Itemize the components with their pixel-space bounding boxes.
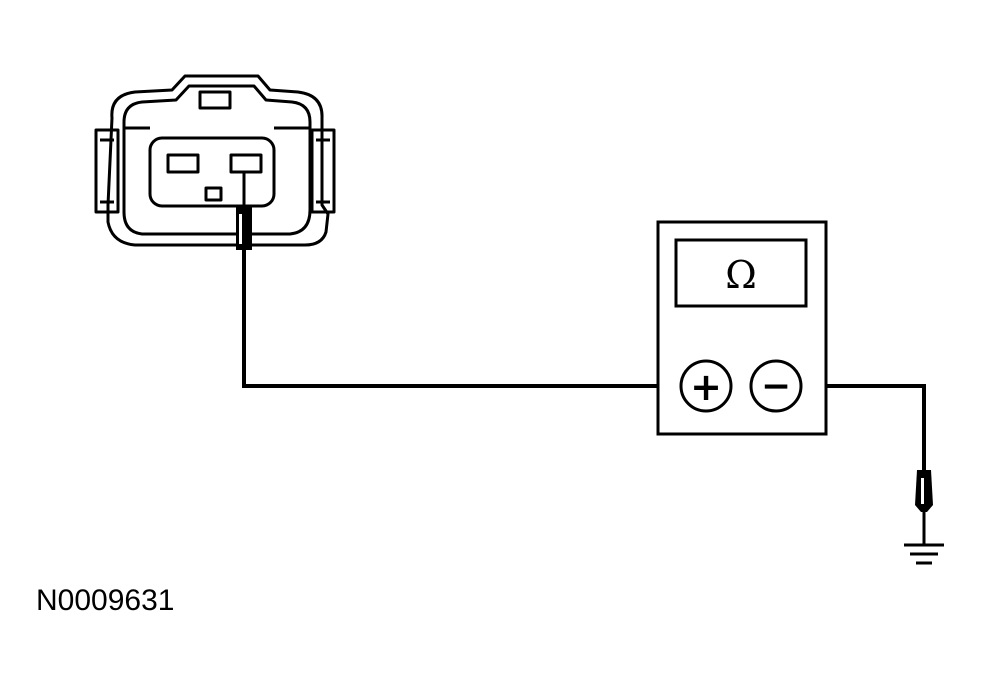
ground-probe-icon	[915, 470, 933, 544]
meter-display	[674, 238, 808, 308]
ground-symbol-icon	[904, 543, 944, 565]
ohm-symbol: Ω	[725, 253, 757, 297]
positive-terminal	[679, 359, 733, 413]
multimeter: Ω + −	[656, 220, 828, 436]
wire	[242, 250, 926, 470]
positive-symbol: +	[690, 365, 722, 409]
negative-symbol: −	[761, 366, 791, 407]
negative-terminal	[749, 359, 803, 413]
figure-id: N0009631	[36, 584, 175, 617]
connector-icon	[94, 74, 336, 247]
probe-icon	[236, 172, 252, 250]
